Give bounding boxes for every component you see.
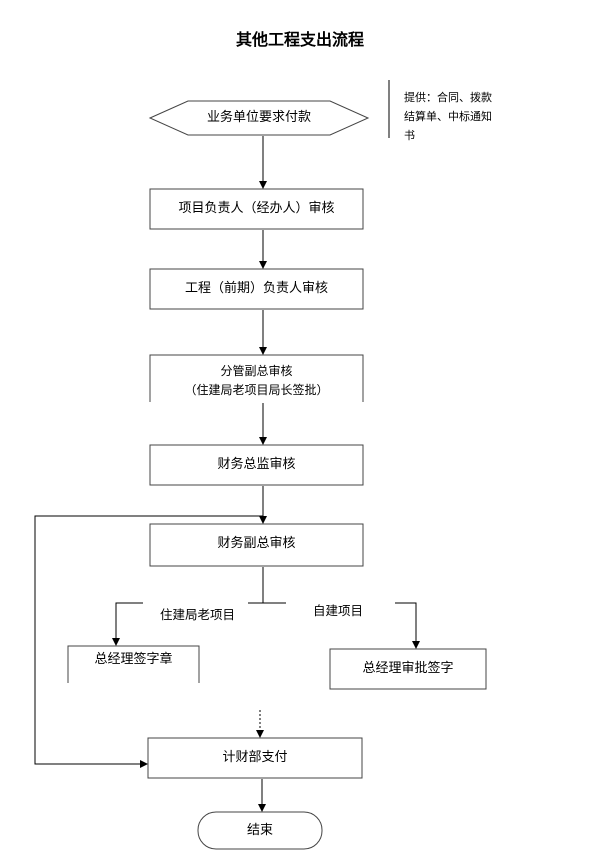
end-label: 结束 <box>246 823 273 838</box>
branch-label-left: 住建局老项目 <box>160 607 236 622</box>
arrow-to-gm-sign-seal <box>112 602 143 646</box>
deputy-gm-box <box>149 354 364 402</box>
engineering-leader-label: 工程（前期）负责人审核 <box>184 281 328 296</box>
finance-director-box <box>149 444 364 486</box>
start-label: 业务单位要求付款 <box>206 110 311 125</box>
note-text: 提供：合同、拨款结算单、中标通知书 <box>404 91 492 142</box>
payment-box <box>147 737 363 779</box>
branch-label-right: 自建项目 <box>313 603 364 618</box>
bypass-line <box>34 515 263 768</box>
project-leader-box <box>149 188 364 230</box>
project-leader-label: 项目负责人（经办人）审核 <box>178 201 335 216</box>
arrow-to-gm-approve <box>395 602 420 649</box>
payment-label: 计财部支付 <box>222 750 288 765</box>
end-terminator <box>197 811 323 850</box>
gm-approve-label: 总经理审批签字 <box>362 661 454 676</box>
finance-deputy-label: 财务副总审核 <box>217 536 296 551</box>
page-title: 其他工程支出流程 <box>235 30 364 49</box>
gm-sign-seal-box <box>67 645 200 683</box>
deputy-gm-label-line1: 分管副总审核 <box>220 364 293 378</box>
engineering-leader-box <box>149 268 364 310</box>
gm-approve-box <box>329 648 487 690</box>
finance-director-label: 财务总监审核 <box>217 457 296 472</box>
deputy-gm-label-line2: （住建局老项目局长签批） <box>184 383 329 397</box>
start-hexagon <box>148 100 370 136</box>
finance-deputy-box <box>149 523 364 567</box>
gm-sign-seal-label: 总经理签字章 <box>94 652 173 667</box>
